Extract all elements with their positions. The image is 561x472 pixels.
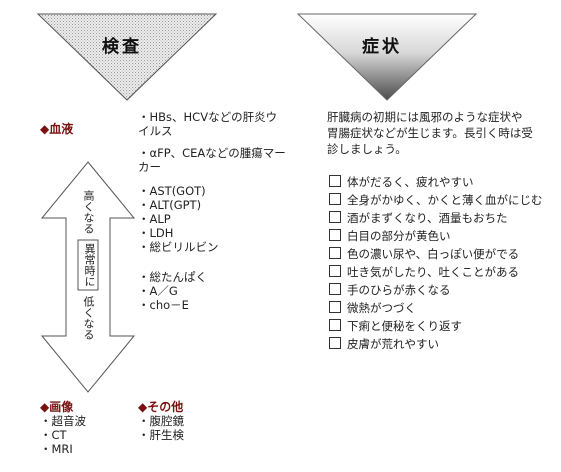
list-item: ・cho－E xyxy=(138,298,189,312)
intro-line: 診しましょう。 xyxy=(327,142,407,156)
list-item: ・ALP xyxy=(138,212,171,226)
symptom-title: 症状 xyxy=(362,37,402,57)
symptom-text: 微熱がつづく xyxy=(347,301,416,315)
blood-group-protein: ・総たんぱく ・A／G ・cho－E xyxy=(138,270,207,312)
symptom-item: 白目の部分が黄色い xyxy=(329,228,451,244)
symptom-text: 吐き気がしたり、吐くことがある xyxy=(347,265,520,279)
exam-title: 検査 xyxy=(102,37,142,57)
symptom-text: 酒がまずくなり、酒量もおちた xyxy=(347,211,508,225)
checkbox[interactable] xyxy=(329,265,341,277)
list-item: ・腹腔鏡 xyxy=(138,414,184,428)
list-item: ・αFP、CEAなどの腫瘍マー xyxy=(138,146,286,160)
imaging-label: ◆画像 xyxy=(40,400,74,414)
symptom-item: 全身がかゆく、かくと薄く血がにじむ xyxy=(329,192,543,208)
list-item: ・肝生検 xyxy=(138,428,184,442)
list-item: ・CT xyxy=(40,428,67,442)
other-list: ・腹腔鏡 ・肝生検 xyxy=(138,414,184,442)
symptom-text: 色の濃い尿や、白っぽい便がでる xyxy=(347,247,520,261)
intro-line: 胃腸症状などが生じます。長引く時は受 xyxy=(327,126,533,140)
symptom-text: 手のひらが赤くなる xyxy=(347,283,451,297)
checkbox[interactable] xyxy=(329,337,341,349)
list-item: ・LDH xyxy=(138,226,174,240)
checkbox[interactable] xyxy=(329,211,341,223)
list-item: カー xyxy=(138,160,161,174)
intro-line: 肝臓病の初期には風邪のような症状や xyxy=(327,110,523,124)
imaging-list: ・超音波 ・CT ・MRI xyxy=(40,414,86,456)
symptom-item: 吐き気がしたり、吐くことがある xyxy=(329,264,519,280)
blood-group-virus: ・HBs、HCVなどの肝炎ウ イルス xyxy=(138,110,277,138)
symptom-text: 白目の部分が黄色い xyxy=(347,229,451,243)
list-item: ・A／G xyxy=(138,284,178,298)
checkbox[interactable] xyxy=(329,175,341,187)
symptom-item: 微熱がつづく xyxy=(329,300,416,316)
list-item: ・超音波 xyxy=(40,414,86,428)
symptom-text: 体がだるく、疲れやすい xyxy=(347,175,474,189)
list-item: ・AST(GOT) xyxy=(138,184,206,198)
list-item: ・総ビリルビン xyxy=(138,240,219,254)
checkbox[interactable] xyxy=(329,229,341,241)
arrow-label-abnormal: 異常時に xyxy=(83,243,96,287)
list-item: ・ALT(GPT) xyxy=(138,198,202,212)
symptom-item: 手のひらが赤くなる xyxy=(329,282,451,298)
arrow-label-high: 高くなる xyxy=(82,190,95,234)
symptom-triangle-graphic xyxy=(296,13,478,101)
blood-group-enzymes: ・AST(GOT) ・ALT(GPT) ・ALP ・LDH ・総ビリルビン xyxy=(138,184,219,254)
list-item: ・HBs、HCVなどの肝炎ウ xyxy=(138,110,278,124)
symptom-item: 下痢と便秘をくり返す xyxy=(329,318,462,334)
symptom-text: 下痢と便秘をくり返す xyxy=(347,319,462,333)
arrow-label-low: 低くなる xyxy=(82,296,95,340)
checkbox[interactable] xyxy=(329,283,341,295)
double-arrow-graphic xyxy=(40,161,136,393)
symptom-intro: 肝臓病の初期には風邪のような症状や 胃腸症状などが生じます。長引く時は受 診しま… xyxy=(327,109,533,157)
symptom-text: 全身がかゆく、かくと薄く血がにじむ xyxy=(347,193,543,207)
other-label: ◆その他 xyxy=(138,400,184,414)
symptom-item: 体がだるく、疲れやすい xyxy=(329,174,474,190)
symptom-text: 皮膚が荒れやすい xyxy=(347,337,439,351)
list-item: ・総たんぱく xyxy=(138,270,207,284)
exam-triangle-graphic xyxy=(36,13,218,101)
checkbox[interactable] xyxy=(329,301,341,313)
checkbox[interactable] xyxy=(329,193,341,205)
checkbox[interactable] xyxy=(329,319,341,331)
symptom-item: 色の濃い尿や、白っぽい便がでる xyxy=(329,246,519,262)
list-item: ・MRI xyxy=(40,442,73,456)
blood-label: ◆血液 xyxy=(40,122,74,136)
checkbox[interactable] xyxy=(329,247,341,259)
symptom-item: 皮膚が荒れやすい xyxy=(329,336,439,352)
list-item: イルス xyxy=(138,124,173,138)
blood-group-tumor: ・αFP、CEAなどの腫瘍マー カー xyxy=(138,146,286,174)
symptom-item: 酒がまずくなり、酒量もおちた xyxy=(329,210,508,226)
